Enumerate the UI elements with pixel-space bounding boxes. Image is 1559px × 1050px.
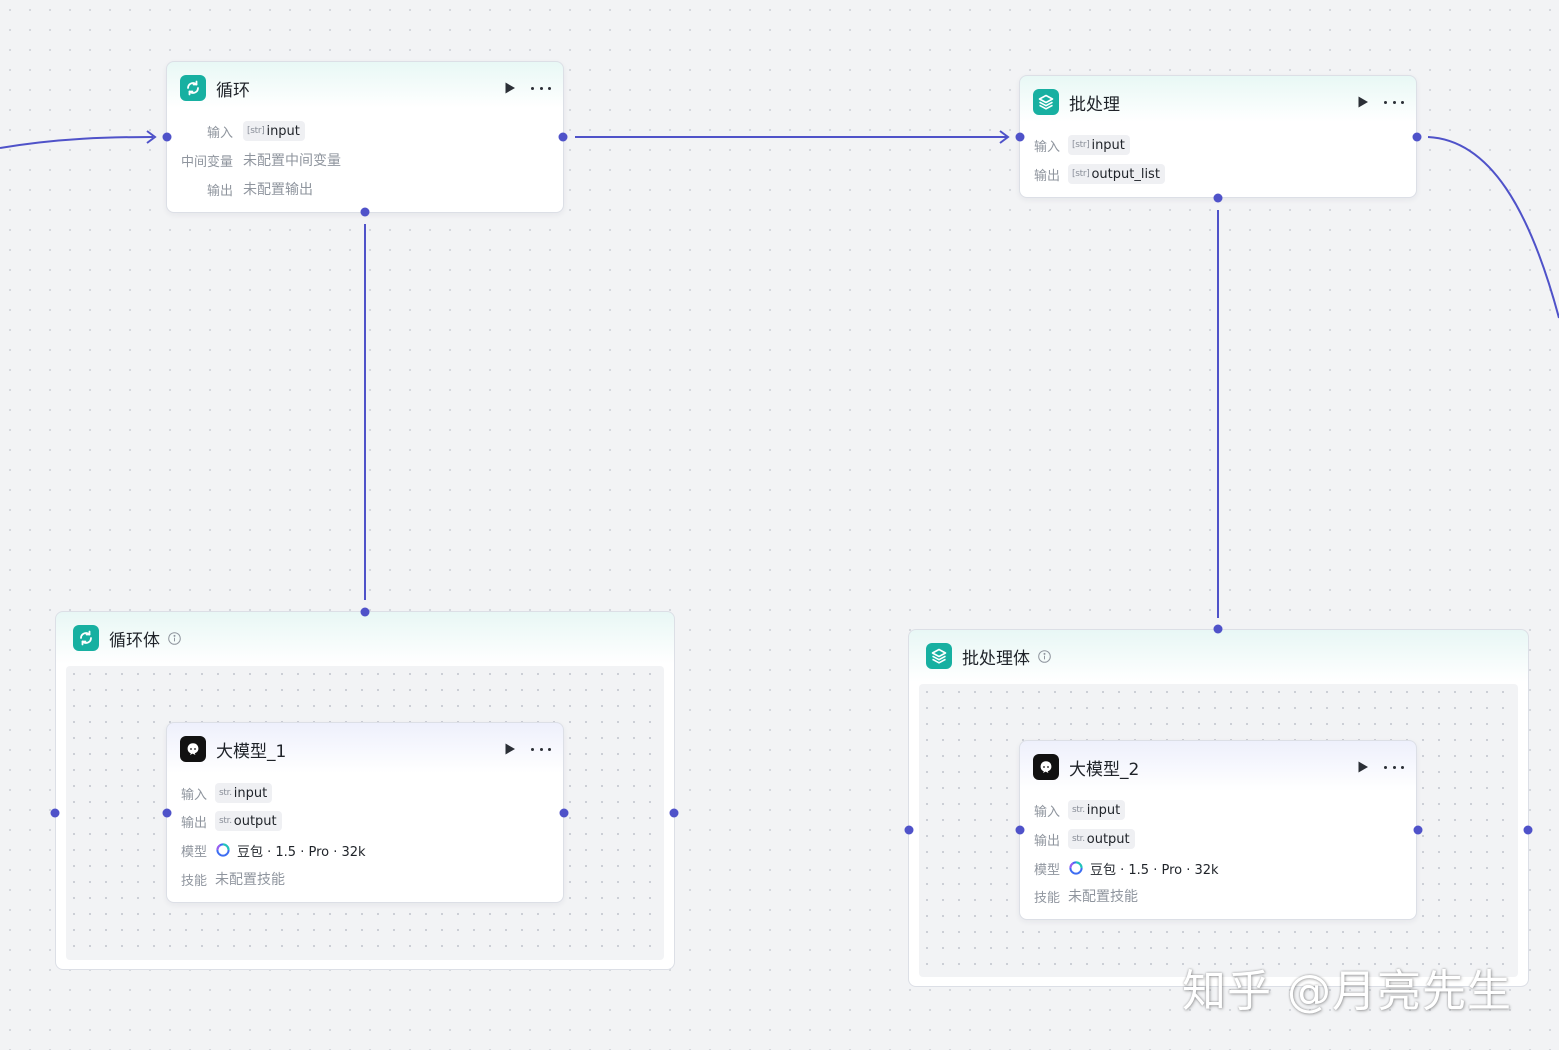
model-name: 豆包 · 1.5 · Pro · 32k: [237, 844, 366, 860]
output-label: 输出: [180, 815, 207, 831]
model-name: 豆包 · 1.5 · Pro · 32k: [1090, 862, 1219, 878]
type-tag: str.: [1072, 805, 1085, 815]
llm-model-row: 模型 豆包 · 1.5 · Pro · 32k: [1032, 857, 1404, 879]
llm-skill-row: 技能 未配置技能: [1032, 885, 1404, 907]
edge-arrowhead: [146, 130, 157, 144]
edge-incoming-loop: [0, 136, 154, 149]
output-value: output: [233, 813, 277, 829]
llm-node-header: 大模型_2: [1033, 754, 1404, 780]
output-chip[interactable]: str.output: [1068, 829, 1135, 849]
loop-body-header: 循环体: [73, 625, 181, 651]
edge-arrowhead: [999, 130, 1010, 144]
input-value: input: [266, 123, 300, 139]
model-label: 模型: [180, 844, 207, 860]
llm-node-title: 大模型_1: [216, 741, 287, 762]
loop-node[interactable]: 循环 输入 [str]input 中间变量 未配置中间变量 输出 未配置输出: [166, 61, 564, 213]
run-icon[interactable]: [503, 742, 517, 756]
edge-batch-outgoing: [1427, 136, 1559, 319]
llm-skill-row: 技能 未配置技能: [179, 868, 551, 890]
loop-icon: [73, 625, 99, 651]
output-chip[interactable]: [str]output_list: [1068, 164, 1165, 184]
doubao-model-icon: [1068, 860, 1084, 876]
batch-body-header: 批处理体: [926, 643, 1051, 669]
batch-icon: [1033, 89, 1059, 115]
input-label: 输入: [1033, 804, 1060, 820]
loop-intermediate-row: 中间变量 未配置中间变量: [179, 149, 551, 171]
input-chip[interactable]: [str]input: [1068, 135, 1130, 155]
loop-icon: [180, 75, 206, 101]
input-chip[interactable]: str.input: [215, 783, 273, 803]
input-label: 输入: [206, 125, 233, 141]
input-label: 输入: [1033, 139, 1060, 155]
intermediate-label: 中间变量: [180, 154, 233, 170]
type-tag: str.: [219, 816, 232, 826]
type-tag: str.: [219, 788, 232, 798]
info-icon[interactable]: [1038, 649, 1051, 663]
output-value: output: [1086, 831, 1130, 847]
output-chip[interactable]: str.output: [215, 811, 282, 831]
llm-output-row: 输出 str.output: [179, 810, 551, 832]
loop-node-title: 循环: [216, 80, 250, 101]
type-tag: [str]: [1072, 169, 1090, 179]
input-chip[interactable]: [str]input: [243, 121, 305, 141]
input-value: input: [233, 785, 268, 801]
batch-node-title: 批处理: [1069, 94, 1120, 115]
input-label: 输入: [180, 787, 207, 803]
output-value: output_list: [1091, 166, 1160, 182]
batch-icon: [926, 643, 952, 669]
llm-node-2[interactable]: 大模型_2 输入 str.input 输出 str.output 模型 豆包 ·…: [1019, 740, 1417, 920]
info-icon[interactable]: [168, 631, 181, 645]
llm-icon: [180, 736, 206, 762]
input-value: input: [1086, 802, 1121, 818]
batch-output-row: 输出 [str]output_list: [1032, 163, 1404, 185]
llm-input-row: 输入 str.input: [1032, 799, 1404, 821]
more-icon[interactable]: [1384, 95, 1404, 109]
llm-output-row: 输出 str.output: [1032, 828, 1404, 850]
llm-node-1[interactable]: 大模型_1 输入 str.input 输出 str.output 模型 豆包 ·…: [166, 722, 564, 903]
loop-output-row: 输出 未配置输出: [179, 178, 551, 200]
type-tag: str.: [1072, 834, 1085, 844]
type-tag: [str]: [1072, 140, 1090, 150]
model-value[interactable]: 豆包 · 1.5 · Pro · 32k: [215, 841, 366, 860]
run-icon[interactable]: [1356, 95, 1370, 109]
batch-node[interactable]: 批处理 输入 [str]input 输出 [str]output_list: [1019, 75, 1417, 198]
skill-label: 技能: [180, 873, 207, 889]
input-value: input: [1091, 137, 1125, 153]
watermark: 知乎 @月亮先生: [1182, 966, 1512, 1017]
llm-node-header: 大模型_1: [180, 736, 551, 762]
batch-body-title: 批处理体: [962, 648, 1030, 669]
output-label: 输出: [1033, 833, 1060, 849]
output-value: 未配置输出: [243, 182, 313, 198]
output-label: 输出: [206, 183, 233, 199]
more-icon[interactable]: [531, 81, 551, 95]
llm-input-row: 输入 str.input: [179, 782, 551, 804]
more-icon[interactable]: [1384, 760, 1404, 774]
llm-model-row: 模型 豆包 · 1.5 · Pro · 32k: [179, 839, 551, 861]
run-icon[interactable]: [1356, 760, 1370, 774]
model-value[interactable]: 豆包 · 1.5 · Pro · 32k: [1068, 859, 1219, 878]
model-label: 模型: [1033, 862, 1060, 878]
skill-label: 技能: [1033, 890, 1060, 906]
llm-node-title: 大模型_2: [1069, 759, 1140, 780]
batch-node-header: 批处理: [1033, 89, 1404, 115]
doubao-model-icon: [215, 842, 231, 858]
more-icon[interactable]: [531, 742, 551, 756]
skill-value: 未配置技能: [1068, 889, 1138, 905]
llm-icon: [1033, 754, 1059, 780]
output-label: 输出: [1033, 168, 1060, 184]
run-icon[interactable]: [503, 81, 517, 95]
batch-input-row: 输入 [str]input: [1032, 134, 1404, 156]
skill-value: 未配置技能: [215, 872, 285, 888]
loop-body-title: 循环体: [109, 630, 160, 651]
input-chip[interactable]: str.input: [1068, 800, 1126, 820]
loop-node-header: 循环: [180, 75, 551, 101]
type-tag: [str]: [247, 126, 265, 136]
intermediate-value: 未配置中间变量: [243, 153, 341, 169]
loop-input-row: 输入 [str]input: [179, 120, 551, 142]
